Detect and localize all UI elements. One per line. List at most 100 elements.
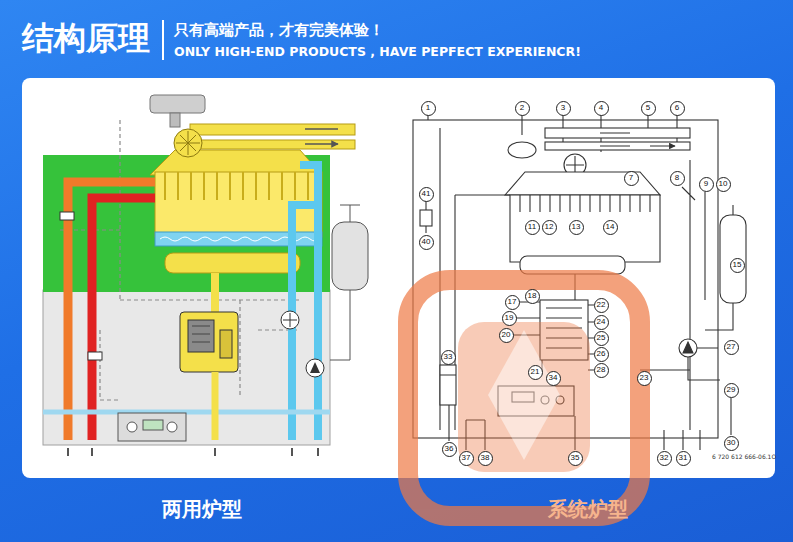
- title-divider: [162, 20, 164, 60]
- callout-text: 34: [549, 374, 558, 382]
- drawing-rect: [720, 215, 746, 303]
- caption-right: 系统炉型: [548, 497, 628, 521]
- drawing-rect: [220, 330, 232, 358]
- callout-text: 8: [675, 174, 679, 182]
- callout-text: 10: [719, 180, 728, 188]
- drawing-path: [683, 342, 693, 353]
- drawing-path: [488, 330, 560, 460]
- callout-number: 37: [459, 451, 474, 466]
- callout-number: 15: [730, 258, 745, 273]
- drawing-path: [150, 150, 322, 175]
- drawing-rect: [155, 232, 322, 246]
- callout-number: 7: [624, 171, 639, 186]
- drawing-rect: [332, 222, 368, 290]
- drawing-path: [305, 129, 338, 144]
- drawing-rect: [143, 420, 163, 430]
- callout-number: 38: [478, 451, 493, 466]
- callout-number: 34: [546, 371, 561, 386]
- slogan-english: ONLY HIGH-END PRODUCTS , HAVE PEPFECT EX…: [174, 44, 581, 59]
- callout-number: 12: [542, 220, 557, 235]
- drawing-path: [68, 448, 318, 456]
- drawing-rect: [43, 155, 330, 292]
- callout-text: 11: [528, 223, 536, 231]
- callout-number: 17: [505, 295, 520, 310]
- drawing-rect: [458, 322, 590, 472]
- callout-text: 38: [481, 454, 490, 462]
- callout-text: 4: [599, 104, 603, 112]
- callout-number: 33: [441, 350, 456, 365]
- callout-text: 17: [508, 298, 517, 306]
- callout-text: 12: [545, 223, 554, 231]
- callout-text: 7: [629, 174, 633, 182]
- callout-number: 14: [603, 220, 618, 235]
- callout-number: 40: [419, 235, 434, 250]
- callout-number: 22: [594, 298, 609, 313]
- drawing-path: [640, 348, 720, 380]
- callout-number: 26: [594, 347, 609, 362]
- callout-text: 40: [422, 238, 431, 246]
- drawing-path: [192, 326, 210, 342]
- drawing-rect: [180, 312, 238, 372]
- drawing-rect: [188, 320, 214, 352]
- callout-text: 15: [733, 261, 742, 269]
- callout-number: 21: [528, 365, 543, 380]
- callout-text: 36: [445, 445, 454, 453]
- drawing-rect: [440, 365, 456, 405]
- callout-text: 9: [704, 180, 708, 188]
- callout-number: 28: [594, 363, 609, 378]
- callout-number: 3: [556, 101, 571, 116]
- callout-number: 1: [421, 101, 436, 116]
- callout-text: 29: [727, 386, 736, 394]
- drawing-path: [600, 133, 675, 146]
- drawing-path: [705, 205, 733, 330]
- callout-text: 13: [572, 223, 581, 231]
- drawing-circle: [167, 422, 177, 432]
- callout-number: 32: [657, 451, 672, 466]
- callout-number: 19: [502, 311, 517, 326]
- callout-number: 9: [699, 177, 714, 192]
- callout-text: 30: [727, 439, 736, 447]
- drawing-rect: [408, 280, 640, 516]
- callout-text: 3: [561, 104, 565, 112]
- slogan-text: 只有高端产品，才有完美体验！: [174, 21, 384, 39]
- drawing-circle: [679, 339, 697, 357]
- callout-number: 41: [419, 187, 434, 202]
- callout-number: 2: [515, 101, 530, 116]
- callout-text: 24: [597, 318, 606, 326]
- drawing-path: [283, 313, 297, 327]
- callout-text: 20: [502, 331, 511, 339]
- drawing-rect: [88, 352, 102, 360]
- drawing-rect: [165, 253, 300, 273]
- drawing-path: [212, 372, 219, 440]
- callout-text: 21: [531, 368, 540, 376]
- drawing-path: [176, 131, 200, 155]
- callout-number: 18: [525, 289, 540, 304]
- callout-text: 37: [462, 454, 471, 462]
- callout-text: 31: [679, 454, 688, 462]
- callout-number: 5: [641, 101, 656, 116]
- drawing-path: [310, 362, 320, 373]
- drawing-rect: [150, 95, 205, 113]
- drawing-circle: [306, 359, 324, 377]
- drawing-ellipse: [508, 142, 536, 158]
- callout-number: 25: [594, 331, 609, 346]
- callout-text: 32: [660, 454, 669, 462]
- drawing-path: [92, 198, 155, 440]
- callout-number: 36: [442, 442, 457, 457]
- callout-number: 27: [724, 340, 739, 355]
- callout-text: 35: [571, 454, 580, 462]
- callout-text: 23: [640, 374, 649, 382]
- callout-number: 31: [676, 451, 691, 466]
- callout-number: 35: [568, 451, 583, 466]
- callout-text: 27: [727, 343, 736, 351]
- callout-text: 25: [597, 334, 606, 342]
- callout-text: 26: [597, 350, 606, 358]
- drawing-path: [340, 205, 360, 222]
- callout-number: 6: [670, 101, 685, 116]
- drawing-rect: [118, 413, 186, 441]
- callout-text: 41: [422, 190, 431, 198]
- drawing-path: [510, 195, 660, 262]
